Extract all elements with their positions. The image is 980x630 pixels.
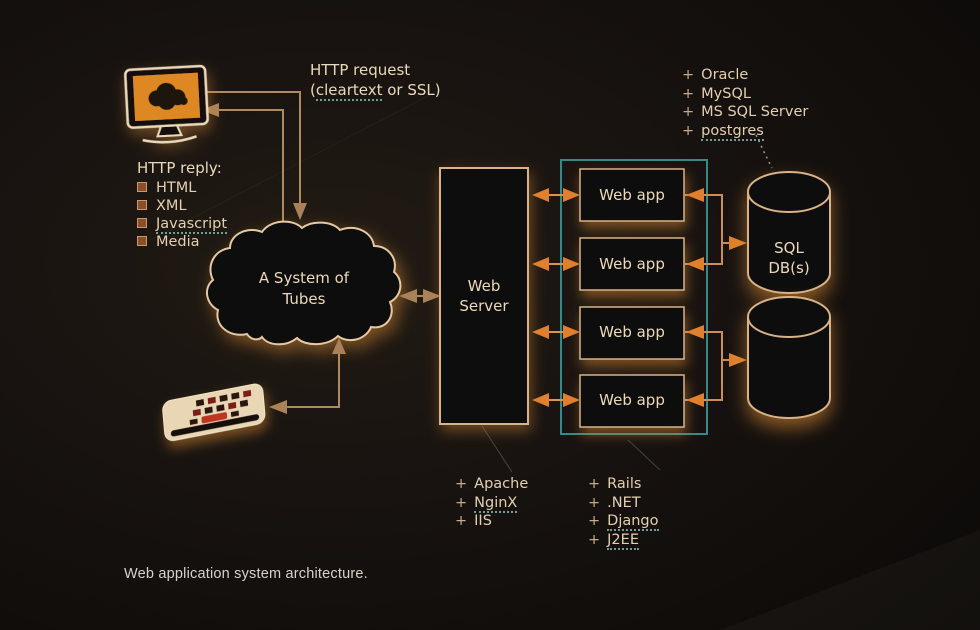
arrowhead-reply-to-client bbox=[201, 103, 219, 117]
arrowhead-request-to-cloud bbox=[293, 203, 307, 220]
request-cleartext-word: cleartext bbox=[315, 81, 383, 101]
square-bullet-icon bbox=[137, 217, 147, 228]
web-app-label-1: Web app bbox=[599, 186, 665, 204]
web-app-label-3: Web app bbox=[599, 323, 665, 341]
request-rest: or SSL) bbox=[382, 81, 441, 99]
cloud-label-line1: A System of bbox=[258, 269, 350, 287]
client-cloud-arrowheads bbox=[201, 103, 307, 220]
client-monitor-icon bbox=[124, 64, 209, 144]
arrowhead-to-server bbox=[423, 289, 441, 303]
phone-screen-stripe bbox=[170, 414, 260, 437]
server-apache: +Apache bbox=[455, 476, 529, 492]
web-server-label: Web Server bbox=[459, 277, 509, 315]
cloud-label: A System of Tubes bbox=[245, 268, 363, 310]
phone-cloud-line bbox=[286, 352, 340, 408]
square-bullet-icon bbox=[137, 235, 147, 246]
monitor-base bbox=[142, 135, 197, 144]
arrowhead-phone-to-cloud bbox=[332, 338, 346, 354]
sql-db-label: SQL DB(s) bbox=[768, 239, 810, 277]
db-engine-oracle: +Oracle bbox=[682, 67, 749, 83]
reply-item-javascript: Javascript bbox=[137, 215, 228, 234]
web-app-label-4: Web app bbox=[599, 391, 665, 409]
framework-dotnet: +.NET bbox=[588, 494, 641, 511]
server-nginx: +NginX bbox=[455, 494, 518, 513]
web-server-box bbox=[439, 167, 529, 425]
sql-db-cylinder-2 bbox=[747, 296, 831, 419]
server-software-list: +Apache +NginX +IIS bbox=[455, 475, 528, 531]
server-app-arrows bbox=[532, 188, 580, 407]
internet-cloud bbox=[206, 220, 402, 346]
phone-red-button bbox=[201, 412, 228, 424]
leader-webserver-list bbox=[481, 425, 513, 473]
reply-item-xml: XML bbox=[137, 197, 227, 215]
figure-caption: Web application system architecture. bbox=[124, 566, 368, 582]
leader-postgres-db bbox=[755, 134, 773, 169]
leader-framework-list bbox=[627, 439, 661, 471]
app-db-brackets bbox=[684, 194, 735, 401]
sql-db-cylinder-1 bbox=[747, 171, 831, 294]
db-engine-list: +Oracle +MySQL +MS SQL Server +postgres bbox=[682, 66, 809, 141]
framework-j2ee: +J2EE bbox=[588, 531, 639, 550]
db-engine-mssql: +MS SQL Server bbox=[682, 104, 809, 120]
square-bullet-icon bbox=[137, 181, 147, 192]
web-app-box-3 bbox=[579, 306, 685, 360]
phone-icon bbox=[162, 383, 266, 442]
http-reply-title: HTTP reply: bbox=[137, 159, 222, 177]
web-app-boxes bbox=[579, 168, 685, 428]
request-paren: ( bbox=[310, 81, 316, 99]
framework-django: +Django bbox=[588, 513, 659, 531]
arrowhead-cloud-to-phone bbox=[269, 400, 287, 414]
client-cloud-lines bbox=[203, 91, 301, 224]
http-request-label-line1: HTTP request bbox=[310, 61, 411, 79]
app-db-arrowheads bbox=[686, 188, 747, 407]
arrowhead-to-cloud bbox=[399, 289, 417, 303]
web-app-box-1 bbox=[579, 168, 685, 222]
http-request-label-line2: (cleartext or SSL) bbox=[310, 81, 441, 101]
web-app-label-2: Web app bbox=[599, 255, 665, 273]
reply-item-media: Media bbox=[137, 233, 227, 251]
server-iis: +IIS bbox=[455, 513, 492, 529]
monitor-stand bbox=[156, 124, 184, 138]
app-container-box bbox=[560, 159, 708, 435]
reply-item-html: HTML bbox=[137, 179, 227, 197]
square-bullet-icon bbox=[137, 199, 147, 210]
cloud-label-line2: Tubes bbox=[282, 290, 326, 308]
phone-keypad bbox=[189, 389, 252, 426]
framework-list: +Rails +.NET +Django +J2EE bbox=[588, 475, 659, 550]
http-reply-list: HTML XML Javascript Media bbox=[137, 179, 228, 251]
db-engine-mysql: +MySQL bbox=[682, 85, 751, 102]
screen-cloud-glyph bbox=[148, 82, 188, 110]
db-engine-postgres: +postgres bbox=[682, 122, 764, 141]
scratch-line bbox=[149, 94, 431, 241]
framework-rails: +Rails bbox=[588, 476, 642, 492]
